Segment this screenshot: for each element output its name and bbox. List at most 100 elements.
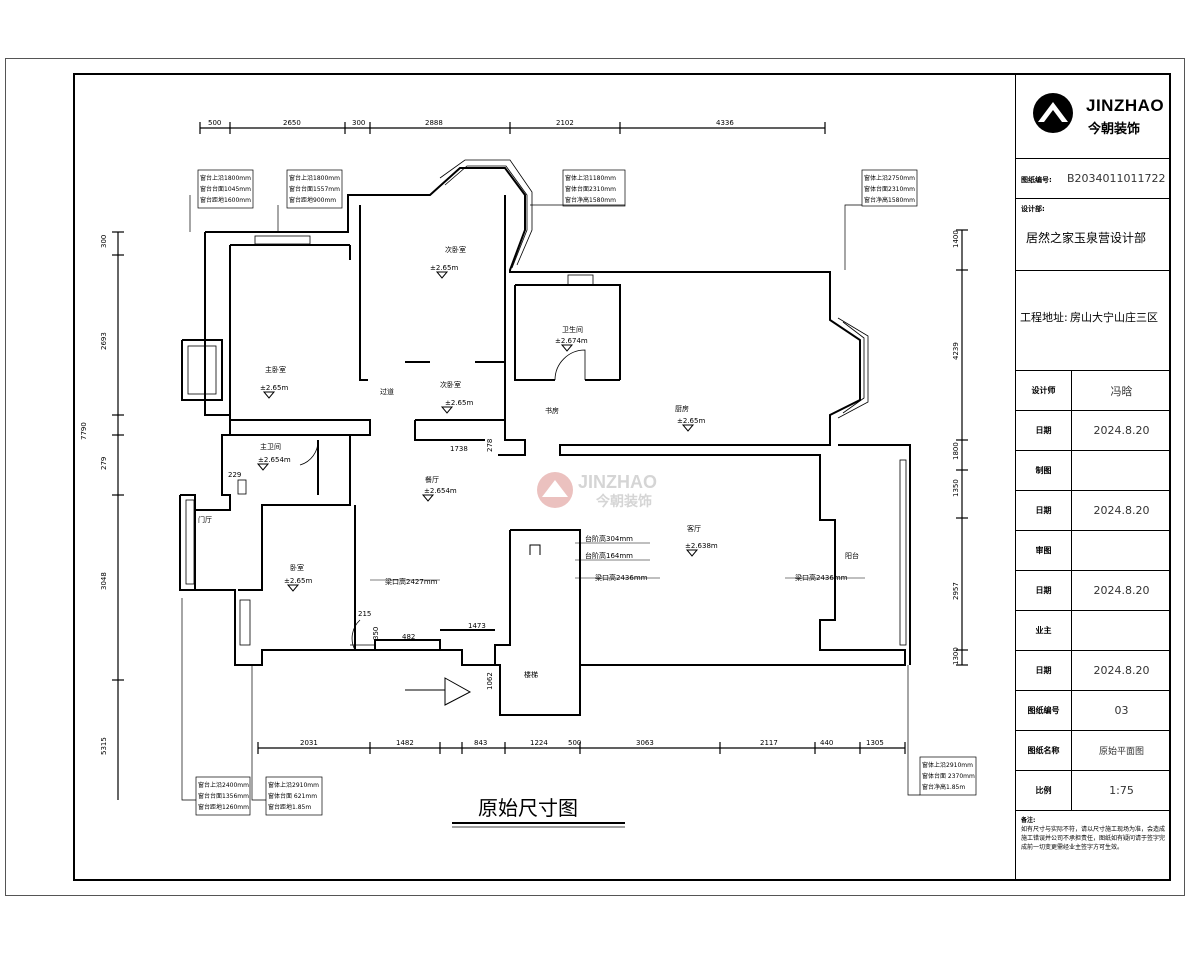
- code-value: B2034011011722: [1067, 172, 1166, 185]
- tb-value: 2024.8.20: [1093, 584, 1150, 597]
- bottom-dim: 500: [568, 739, 581, 747]
- bottom-dimension-line: [257, 742, 906, 754]
- room-name: 过道: [380, 387, 394, 396]
- drawing-title: 原始尺寸图: [478, 796, 578, 820]
- level-markers: [256, 271, 699, 592]
- title-block: JINZHAO 今朝装饰 图纸编号: B2034011011722 设计部: 居…: [1015, 74, 1171, 880]
- leader-lines: [181, 195, 920, 801]
- top-dim: 2650: [283, 119, 301, 127]
- svg-text:350: 350: [372, 627, 380, 640]
- right-dim: 1800: [952, 442, 960, 460]
- right-dim: 4239: [952, 342, 960, 360]
- svg-text:482: 482: [402, 633, 415, 641]
- room-name: 主卧室: [265, 365, 286, 374]
- svg-text:窗台距地1.85m: 窗台距地1.85m: [268, 803, 311, 811]
- svg-text:台阶高164mm: 台阶高164mm: [585, 551, 633, 560]
- tb-row-reviewer: 审图: [1016, 531, 1171, 571]
- site-row: 工程地址: 房山大宁山庄三区: [1016, 271, 1171, 371]
- tb-row-owner: 业主: [1016, 611, 1171, 651]
- svg-text:窗台距地1260mm: 窗台距地1260mm: [198, 803, 249, 811]
- tb-value: 2024.8.20: [1093, 424, 1150, 437]
- room-level: ±2.654m: [258, 456, 291, 464]
- room-labels: 次卧室 ±2.65m 卫生间 ±2.674m 次卧室 ±2.65m 过道 主卧室…: [198, 245, 859, 679]
- svg-text:窗台上沿2400mm: 窗台上沿2400mm: [198, 781, 249, 789]
- tb-key: 图纸编号: [1016, 691, 1072, 730]
- design-dept-row: 设计部: 居然之家玉泉营设计部: [1016, 199, 1171, 271]
- tb-key: 日期: [1016, 411, 1072, 450]
- top-dim: 2888: [425, 119, 443, 127]
- svg-text:229: 229: [228, 471, 241, 479]
- step-beam-labels: 台阶高304mm 台阶高164mm 梁口高2427mm 梁口高2436mm 梁口…: [228, 439, 865, 690]
- room-name: 书房: [545, 406, 559, 415]
- logo-name-cn: 今朝装饰: [1088, 122, 1141, 137]
- logo-area: JINZHAO 今朝装饰: [1016, 74, 1171, 159]
- svg-text:1062: 1062: [486, 672, 494, 690]
- tb-key: 日期: [1016, 651, 1072, 690]
- svg-text:窗台上沿1800mm: 窗台上沿1800mm: [289, 174, 340, 182]
- entrance-arrow: [405, 544, 541, 706]
- room-name: 楼梯: [524, 670, 538, 679]
- tb-key: 业主: [1016, 611, 1072, 650]
- right-dim: 1350: [952, 479, 960, 497]
- svg-text:窗台距地900mm: 窗台距地900mm: [289, 196, 336, 204]
- svg-text:窗台上沿1800mm: 窗台上沿1800mm: [200, 174, 251, 182]
- logo-name-en: JINZHAO: [1086, 96, 1165, 115]
- left-dim: 3048: [100, 572, 108, 590]
- notes-area: 备注: 如有尺寸与实际不符，请以尺寸施工现场为准，会造成施工错误并公司不承担责任…: [1021, 816, 1165, 852]
- room-level: ±2.65m: [284, 577, 312, 585]
- tb-row-designer: 设计师 冯晗: [1016, 371, 1171, 411]
- room-level: ±2.674m: [555, 337, 588, 345]
- svg-text:窗体台面2310mm: 窗体台面2310mm: [565, 185, 616, 193]
- room-level: ±2.65m: [445, 399, 473, 407]
- room-name: 卧室: [290, 563, 304, 572]
- outer-border: [5, 58, 1185, 896]
- bottom-dim: 1482: [396, 739, 414, 747]
- top-dimension-line: [199, 122, 826, 134]
- tb-key: 审图: [1016, 531, 1072, 570]
- svg-text:窗体上沿1180mm: 窗体上沿1180mm: [565, 174, 616, 182]
- tb-value: [1072, 451, 1171, 490]
- tb-key: 日期: [1016, 491, 1072, 530]
- left-dim: 300: [100, 235, 108, 248]
- tb-value: 2024.8.20: [1093, 504, 1150, 517]
- svg-text:窗体台面 2370mm: 窗体台面 2370mm: [922, 772, 975, 780]
- code-label: 图纸编号:: [1021, 176, 1052, 184]
- svg-text:窗台台面1356mm: 窗台台面1356mm: [198, 792, 249, 800]
- tb-value: 原始平面图: [1098, 747, 1144, 757]
- svg-text:1473: 1473: [468, 622, 486, 630]
- svg-text:窗体上沿2750mm: 窗体上沿2750mm: [864, 174, 915, 182]
- top-dim: 4336: [716, 119, 734, 127]
- left-dimension-line: [112, 231, 124, 800]
- svg-text:窗台台面1557mm: 窗台台面1557mm: [289, 185, 340, 193]
- window-lines: [185, 159, 907, 646]
- tb-value: 冯晗: [1110, 384, 1133, 398]
- room-name: 厨房: [675, 404, 689, 413]
- room-name: 阳台: [845, 551, 859, 560]
- left-dim: 7790: [80, 422, 88, 440]
- walls: [179, 167, 911, 716]
- tb-key: 日期: [1016, 571, 1072, 610]
- doors: [299, 349, 586, 651]
- right-dim: 1400: [952, 230, 960, 248]
- design-dept-value: 居然之家玉泉营设计部: [1026, 231, 1147, 245]
- tb-row-sheet-name: 图纸名称 原始平面图: [1016, 731, 1171, 771]
- svg-text:JINZHAO: JINZHAO: [578, 472, 657, 492]
- tb-key: 图纸名称: [1016, 731, 1072, 770]
- site-label: 工程地址:: [1020, 311, 1068, 324]
- top-dim: 300: [352, 119, 365, 127]
- svg-text:梁口高2427mm: 梁口高2427mm: [385, 577, 438, 586]
- room-level: ±2.65m: [260, 384, 288, 392]
- tb-key: 设计师: [1016, 371, 1072, 410]
- left-dim: 5315: [100, 737, 108, 755]
- svg-text:窗体上沿2910mm: 窗体上沿2910mm: [268, 781, 319, 789]
- svg-text:1738: 1738: [450, 445, 468, 453]
- tb-row-date: 日期 2024.8.20: [1016, 571, 1171, 611]
- right-dimension-line: [956, 229, 968, 666]
- bottom-dim: 440: [820, 739, 833, 747]
- room-level: ±2.654m: [424, 487, 457, 495]
- svg-text:窗台距地1600mm: 窗台距地1600mm: [200, 196, 251, 204]
- tb-row-date: 日期 2024.8.20: [1016, 651, 1171, 691]
- room-name: 次卧室: [440, 380, 461, 389]
- tb-row-sheet-number: 图纸编号 03: [1016, 691, 1171, 731]
